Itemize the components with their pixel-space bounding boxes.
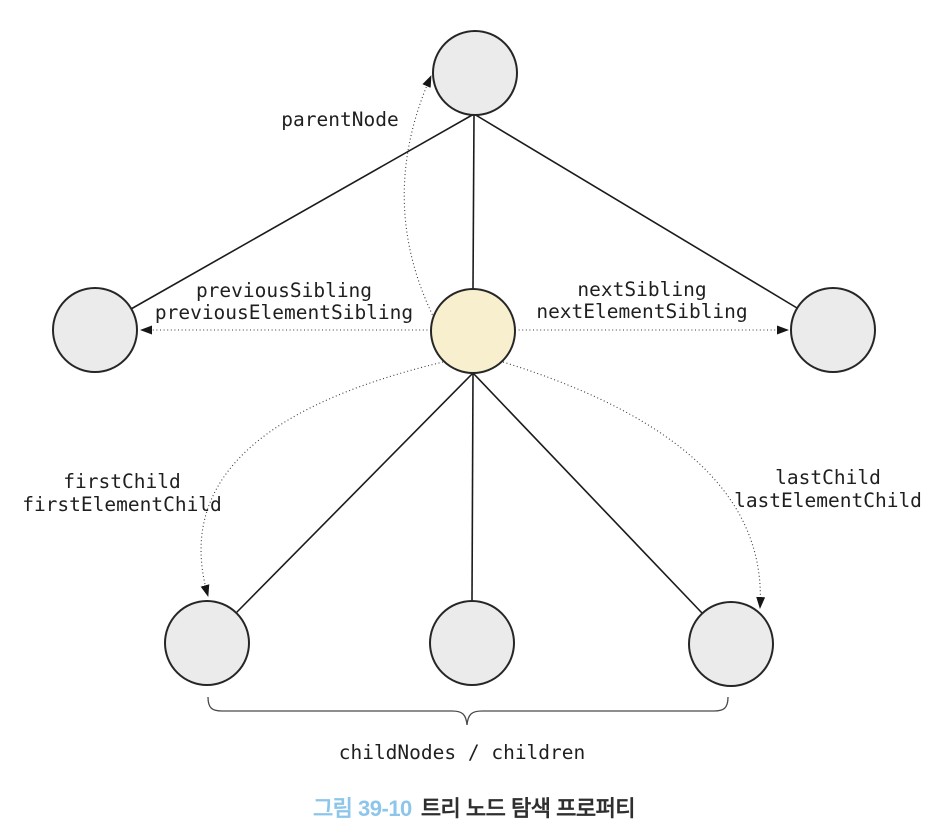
next-sibling-label-line2: nextElementSibling bbox=[536, 300, 747, 323]
last-child-label-line2: lastElementChild bbox=[734, 489, 922, 512]
first-child-label-line1: firstChild bbox=[63, 470, 180, 493]
previous-sibling-node-circle bbox=[52, 287, 138, 373]
first-child-node-circle bbox=[164, 600, 250, 686]
edge-current-to-middle-child bbox=[471, 372, 474, 602]
edge-parent-to-next-sibling bbox=[473, 113, 798, 309]
edge-current-to-first-child bbox=[235, 372, 474, 614]
children-brace bbox=[207, 696, 729, 726]
previous-sibling-label-line1: previousSibling bbox=[196, 279, 372, 302]
current-node-circle bbox=[430, 288, 516, 374]
edge-parent-to-previous-sibling bbox=[130, 113, 475, 310]
last-child-node-circle bbox=[688, 601, 774, 687]
edge-current-to-last-child bbox=[472, 372, 703, 614]
edge-parent-to-current-node bbox=[472, 113, 475, 290]
figure-caption: 그림 39-10 트리 노드 탐색 프로퍼티 bbox=[0, 791, 948, 823]
previous-sibling-label-line2: previousElementSibling bbox=[155, 301, 413, 324]
figure-title-label: 트리 노드 탐색 프로퍼티 bbox=[420, 796, 636, 821]
parent-node-label: parentNode bbox=[281, 108, 398, 131]
last-child-arrow bbox=[502, 361, 766, 609]
last-child-label-line1: lastChild bbox=[775, 466, 881, 489]
parent-node-circle bbox=[432, 30, 518, 116]
next-sibling-node-circle bbox=[790, 287, 876, 373]
first-child-arrow bbox=[200, 361, 444, 597]
first-child-label-line2: firstElementChild bbox=[22, 493, 222, 516]
middle-child-node-circle bbox=[429, 600, 515, 686]
figure-number-label: 그림 39-10 bbox=[312, 796, 412, 821]
next-sibling-label-line1: nextSibling bbox=[577, 278, 706, 301]
parent-node-arrow bbox=[403, 75, 435, 319]
children-group-label: childNodes / children bbox=[339, 741, 586, 764]
